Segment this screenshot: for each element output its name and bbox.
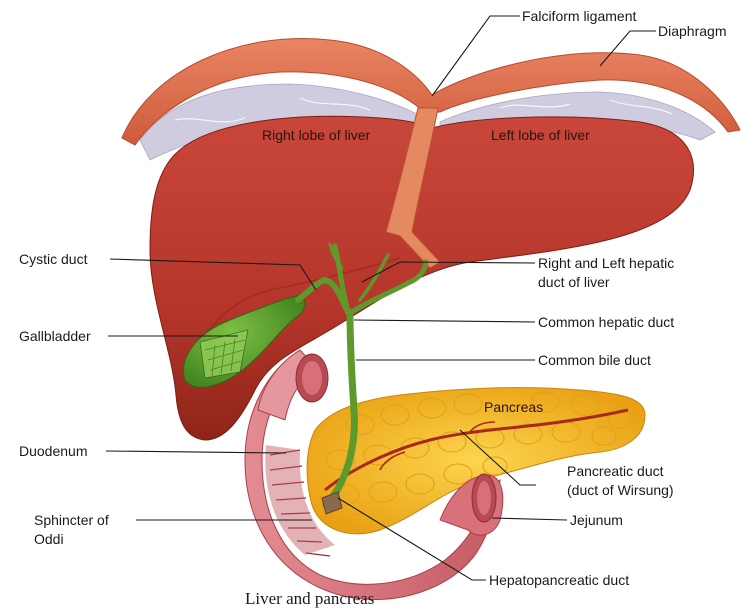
common-hepatic-label: Common hepatic duct bbox=[538, 314, 674, 330]
falciform-ligament bbox=[385, 107, 441, 269]
duodenum bbox=[244, 349, 501, 601]
jejunum-label: Jejunum bbox=[570, 512, 623, 528]
gallbladder-label: Gallbladder bbox=[19, 328, 91, 344]
right-hepatic-duct-shape bbox=[332, 243, 351, 315]
pancreas-label: Pancreas bbox=[484, 399, 543, 415]
common-bile-label: Common bile duct bbox=[538, 352, 651, 368]
diaphragm-label: Diaphragm bbox=[658, 23, 726, 39]
leader-lines bbox=[105, 15, 656, 581]
sphincter-label-line2: Oddi bbox=[34, 531, 64, 547]
cystic-duct-shape bbox=[295, 276, 351, 315]
hepatopancreatic-label: Hepatopancreatic duct bbox=[489, 572, 629, 588]
duodenum-label: Duodenum bbox=[19, 443, 88, 459]
sphincter-of-oddi-shape bbox=[321, 491, 343, 515]
figure-caption: Liver and pancreas bbox=[245, 589, 374, 608]
pancreatic-duct-label-line1: Pancreatic duct bbox=[567, 463, 664, 479]
pancreatic-duct-label-line2: (duct of Wirsung) bbox=[567, 482, 674, 498]
gallbladder bbox=[183, 294, 306, 388]
pancreas bbox=[306, 387, 646, 535]
left-hepatic-duct-shape bbox=[349, 259, 429, 315]
sphincter-label-line1: Sphincter of bbox=[34, 512, 109, 528]
falciform-label: Falciform ligament bbox=[522, 8, 636, 24]
hepatic-ducts-label-line2: duct of liver bbox=[538, 274, 610, 290]
pancreas-lobules bbox=[325, 391, 633, 531]
cystic-duct-label: Cystic duct bbox=[19, 251, 88, 267]
left-lobe-label: Left lobe of liver bbox=[491, 127, 590, 143]
jejunum bbox=[439, 473, 504, 536]
hepatic-ducts-label-line1: Right and Left hepatic bbox=[538, 255, 674, 271]
pancreatic-duct bbox=[324, 408, 629, 492]
right-lobe-label: Right lobe of liver bbox=[262, 127, 371, 143]
